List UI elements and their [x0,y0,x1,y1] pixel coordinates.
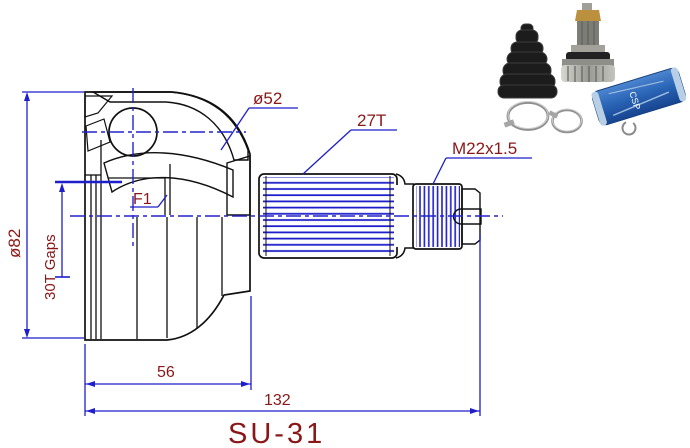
inner-race-section [103,152,234,199]
outer-diameter-label: ø82 [5,229,24,258]
cage-wedge-bottom [85,118,111,152]
outer-race-section [90,91,249,161]
hub-spline-label: 30T Gaps [42,234,59,300]
dimension-outer-diameter: ø82 [5,91,84,339]
hub-lines [108,164,171,215]
race-right-section [226,155,251,216]
collar [571,45,605,53]
total-length-value: 132 [264,392,291,409]
dimension-hub-spline: 30T Gaps [42,180,122,300]
cv-joint-photo [561,3,615,82]
rubber-boot [497,23,558,99]
nut [575,10,601,21]
race-diameter-label: ø52 [253,89,282,108]
leader-shaft-spline: 27T [302,111,397,175]
bell-photo-body [561,65,615,82]
part-number: SU-31 [228,418,325,448]
boot-clamp-small [548,108,583,134]
shaft-spline-label: 27T [357,111,386,130]
leader-race-diameter: ø52 [220,89,298,151]
bell-ring [562,59,614,67]
cotter-slot [452,208,482,225]
cage-wedge-top [84,95,114,118]
dimension-inner-length: 56 [84,296,252,416]
thread-spec-label: M22x1.5 [452,139,517,158]
centerlines [70,88,503,248]
stud-thread [582,3,592,12]
feature-f1-label: F1 [133,191,152,208]
inner-length-value: 56 [157,364,175,381]
leader-feature-f1: F1 [130,191,168,208]
kit-photo: CSP [497,3,687,136]
grease-packet: CSP [591,67,687,126]
bell-housing-section [84,91,251,341]
boot-groove-ring [566,52,610,61]
dimension-total-length: 132 [85,234,481,416]
boot-clamp-large [503,101,550,131]
bell-profile-lines [85,140,223,339]
spline-shaft [258,173,398,259]
circlip [621,120,637,136]
leader-thread-spec: M22x1.5 [432,139,532,185]
